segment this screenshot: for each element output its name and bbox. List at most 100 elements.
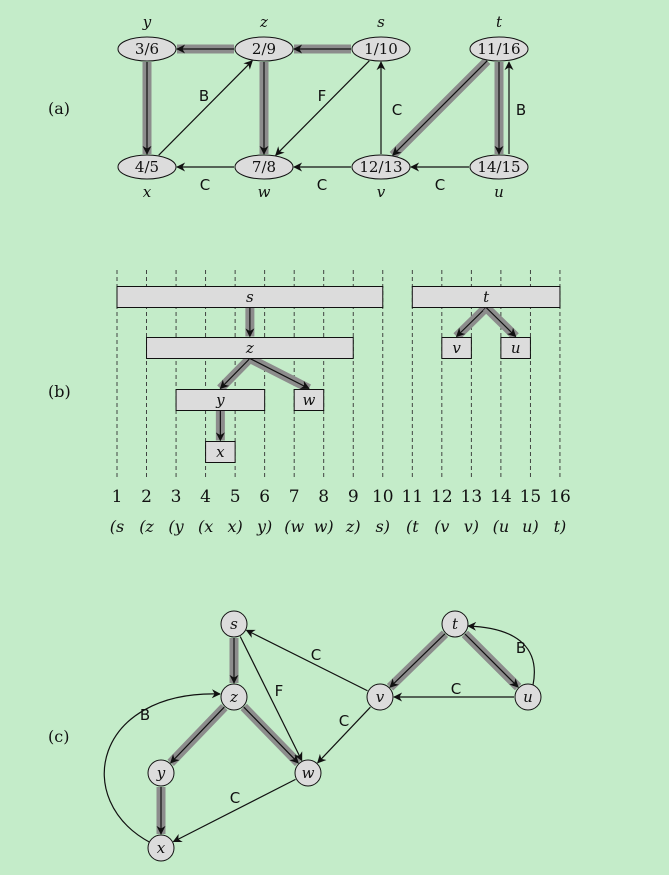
edge-t-u <box>464 633 519 688</box>
edge-label-u-v: C <box>435 176 445 194</box>
paren-1: (s <box>110 517 124 536</box>
interval-label-z: z <box>245 339 254 357</box>
tick-14: 14 <box>490 487 512 507</box>
tick-5: 5 <box>230 487 241 507</box>
vertex-u <box>469 154 529 180</box>
vertex-times-s: 1/10 <box>364 40 398 58</box>
paren-3: (y <box>168 517 184 536</box>
tick-1: 1 <box>112 487 123 507</box>
interval-label-u: u <box>511 339 521 357</box>
vertex-name-x: x <box>143 183 152 201</box>
interval-label-y: y <box>215 391 225 409</box>
interval-x <box>205 441 236 463</box>
tick-4: 4 <box>200 487 211 507</box>
tick-13: 13 <box>461 487 483 507</box>
edge-v-w <box>317 706 371 764</box>
edge-t-v <box>392 60 488 156</box>
edge-label-x-z: B <box>140 706 150 724</box>
tick-11: 11 <box>401 487 423 507</box>
edge-label-u-t: B <box>516 101 526 119</box>
paren-4: (x <box>198 517 213 536</box>
panel-label-b: (b) <box>48 382 71 401</box>
vertex-t <box>469 36 529 62</box>
edge-label-v-s: C <box>392 101 402 119</box>
paren-10: s) <box>376 517 390 536</box>
tick-2: 2 <box>141 487 152 507</box>
vertex-name-x: x <box>157 839 166 857</box>
panel-label-c: (c) <box>48 727 69 746</box>
tree-edge-z-w <box>249 357 310 390</box>
vertex-name-y: y <box>156 764 166 782</box>
vertex-v <box>351 154 411 180</box>
edge-label-u-v: C <box>451 680 461 698</box>
tick-6: 6 <box>259 487 270 507</box>
edge-x-z <box>103 689 221 844</box>
interval-label-w: w <box>303 391 316 409</box>
tick-12: 12 <box>431 487 453 507</box>
panel-label-a: (a) <box>48 99 70 118</box>
interval-z <box>146 337 354 359</box>
edge-t-v <box>389 633 446 688</box>
vertex-z <box>220 683 248 711</box>
vertex-name-u: u <box>523 688 533 706</box>
vertex-name-z: z <box>259 13 268 31</box>
paren-5: x) <box>227 517 242 536</box>
paren-13: v) <box>464 517 479 536</box>
vertex-times-w: 7/8 <box>252 158 276 176</box>
tick-7: 7 <box>289 487 300 507</box>
edge-label-w-x: C <box>200 176 210 194</box>
edge-w-x <box>172 778 296 843</box>
paren-11: (t <box>406 517 419 536</box>
paren-16: t) <box>554 517 567 536</box>
tick-15: 15 <box>520 487 542 507</box>
vertex-times-z: 2/9 <box>252 40 276 58</box>
interval-s <box>116 286 384 308</box>
edge-label-u-t: B <box>516 639 526 657</box>
interval-label-v: v <box>452 339 461 357</box>
vertex-name-v: v <box>377 183 386 201</box>
vertex-x <box>147 834 175 862</box>
vertex-w <box>234 154 294 180</box>
interval-u <box>500 337 531 359</box>
vertex-name-w: w <box>302 764 315 782</box>
tick-9: 9 <box>348 487 359 507</box>
vertex-name-s: s <box>230 615 238 633</box>
tree-edge-t-u <box>485 307 517 338</box>
edge-label-v-s: C <box>311 646 321 664</box>
vertex-v <box>366 683 394 711</box>
tick-10: 10 <box>372 487 394 507</box>
vertex-z <box>234 36 294 62</box>
edge-s-w <box>239 636 303 762</box>
vertex-name-v: v <box>376 688 385 706</box>
interval-t <box>411 286 561 308</box>
edge-label-v-w: C <box>317 176 327 194</box>
tree-edge-z-y <box>219 358 251 390</box>
tick-3: 3 <box>171 487 182 507</box>
vertex-s <box>351 36 411 62</box>
interval-label-x: x <box>216 443 225 461</box>
vertex-u <box>514 683 542 711</box>
tick-8: 8 <box>318 487 329 507</box>
interval-y <box>175 389 266 411</box>
paren-2: (z <box>139 517 154 536</box>
paren-7: (w <box>284 517 304 536</box>
tree-edge-t-v <box>455 307 487 338</box>
vertex-times-y: 3/6 <box>135 40 159 58</box>
vertex-name-t: t <box>496 13 503 31</box>
edge-label-v-w: C <box>339 712 349 730</box>
vertex-name-z: z <box>229 688 238 706</box>
vertex-name-t: t <box>452 615 459 633</box>
interval-v <box>441 337 472 359</box>
edge-s-w <box>275 60 370 156</box>
edge-v-s <box>245 629 368 692</box>
vertex-name-s: s <box>377 13 385 31</box>
vertex-times-t: 11/16 <box>477 40 520 58</box>
vertex-name-y: y <box>142 13 152 31</box>
edge-z-y <box>170 706 225 764</box>
paren-14: (u <box>493 517 510 536</box>
paren-8: w) <box>314 517 334 536</box>
